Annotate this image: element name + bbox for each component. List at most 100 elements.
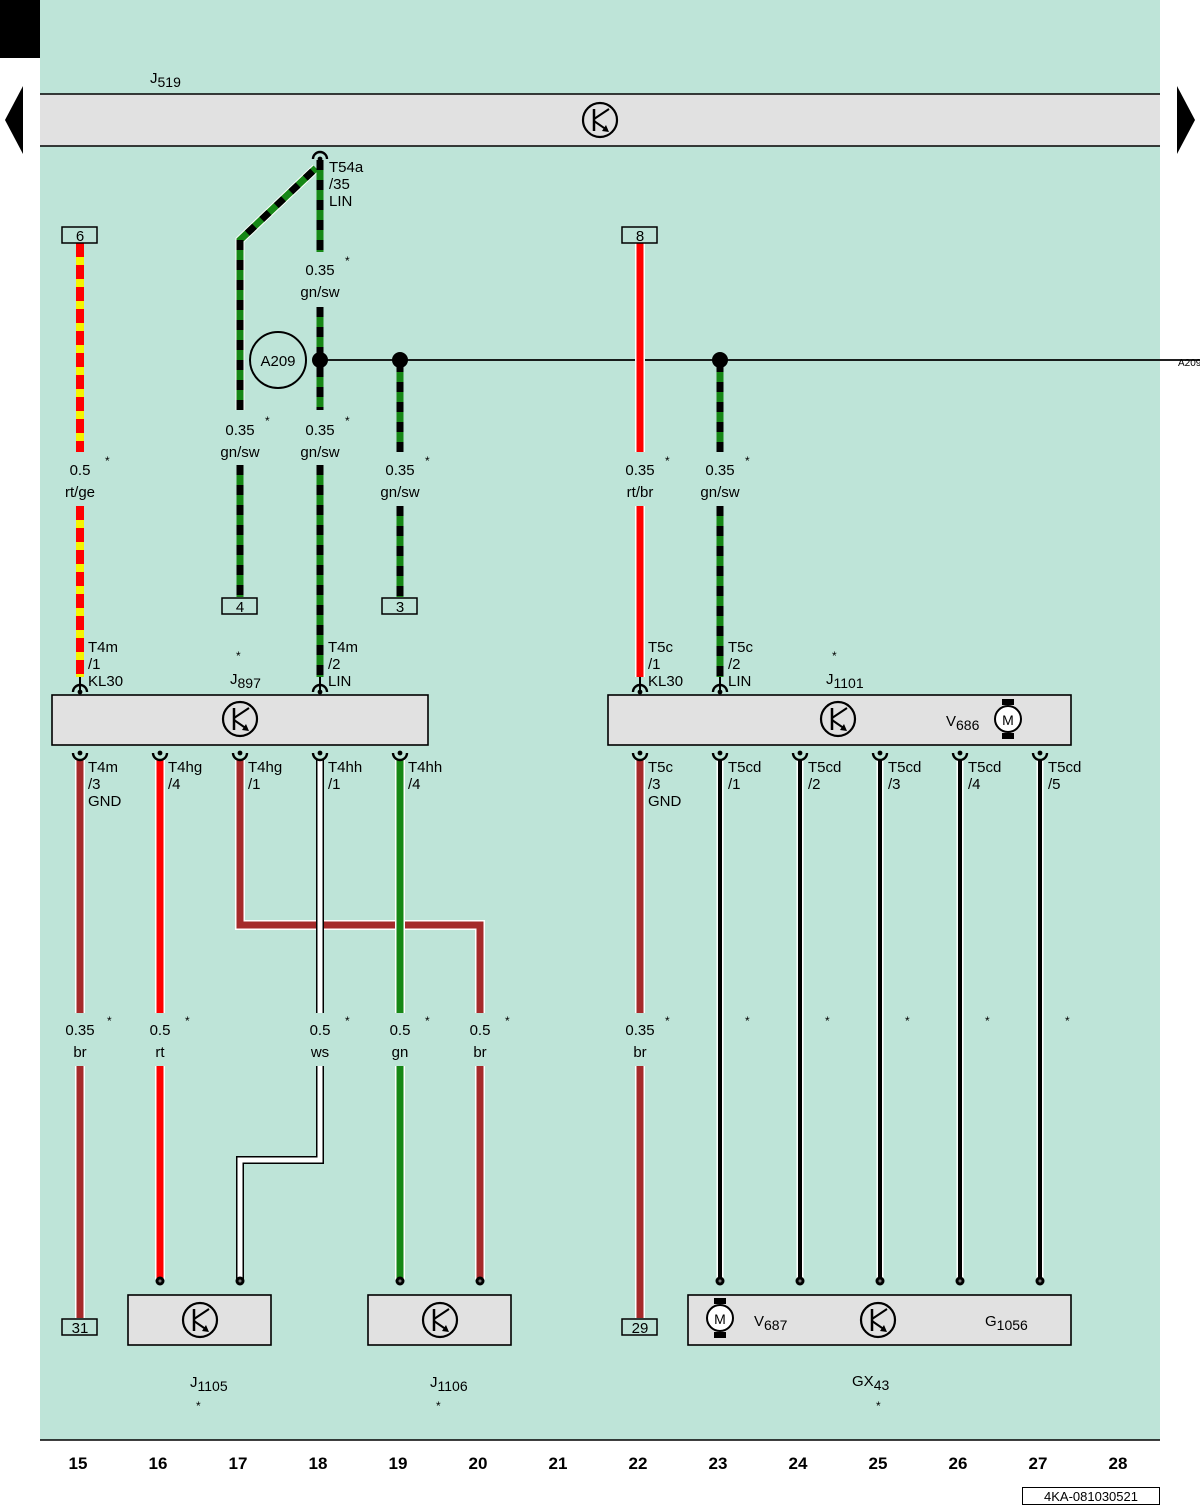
- connector-symbol: [311, 677, 329, 695]
- svg-text:*: *: [236, 649, 241, 663]
- svg-text:/3: /3: [88, 776, 101, 793]
- connector-symbol: [311, 150, 329, 162]
- svg-text:gn/sw: gn/sw: [300, 284, 339, 301]
- j1101-component: V686 M J1101 *: [607, 649, 1072, 746]
- svg-text:T5c: T5c: [648, 639, 674, 656]
- svg-text:/2: /2: [328, 656, 341, 673]
- pin-label: T5cd /2: [808, 759, 841, 793]
- svg-text:*: *: [345, 254, 350, 268]
- svg-text:*: *: [436, 1399, 441, 1413]
- next-page-arrow-icon[interactable]: [1177, 86, 1195, 154]
- pin-label: T5cd /5: [1048, 759, 1081, 793]
- svg-text:17: 17: [229, 1454, 248, 1473]
- svg-text:0.35: 0.35: [705, 462, 734, 479]
- svg-text:*: *: [425, 1014, 430, 1028]
- svg-text:0.35: 0.35: [305, 262, 334, 279]
- j1106-label: J1106: [430, 1374, 468, 1394]
- wire-label: 0.5 rt/ge *: [65, 454, 110, 501]
- svg-text:18: 18: [309, 1454, 328, 1473]
- svg-text:0.35: 0.35: [625, 462, 654, 479]
- svg-text:31: 31: [72, 1320, 89, 1337]
- a209-offpage-ref: A209: [1178, 358, 1200, 369]
- svg-text:*: *: [107, 1014, 112, 1028]
- wire-label: 0.35 gn/sw *: [220, 414, 270, 461]
- wire-lower-17-20: [235, 760, 485, 1280]
- svg-text:25: 25: [869, 1454, 888, 1473]
- terminal-box: 31: [61, 1318, 98, 1337]
- svg-text:/35: /35: [329, 176, 350, 193]
- motor-icon: M: [706, 1297, 734, 1339]
- svg-text:0.35: 0.35: [625, 1022, 654, 1039]
- splice-dot: [712, 352, 728, 368]
- column-numbers: 15 16 17 18 19 20 21 22 23 24 25 26 27 2…: [69, 1454, 1128, 1473]
- j519-label: J519: [150, 70, 181, 90]
- svg-text:T4hh: T4hh: [328, 759, 362, 776]
- terminal-box: 3: [381, 597, 418, 616]
- svg-text:*: *: [985, 1014, 990, 1028]
- v686-label: V686: [946, 713, 980, 733]
- terminal-box: 29: [621, 1318, 658, 1337]
- svg-text:br: br: [73, 1044, 86, 1061]
- pin-label: T4m /2 LIN: [328, 639, 358, 690]
- svg-text:/4: /4: [168, 776, 181, 793]
- svg-text:*: *: [505, 1014, 510, 1028]
- connector-symbol: [631, 677, 649, 695]
- terminal-box: 6: [61, 226, 98, 245]
- splice-dot: [312, 352, 328, 368]
- top-connector-label: T54a /35 LIN: [329, 159, 364, 210]
- svg-text:0.35: 0.35: [65, 1022, 94, 1039]
- svg-text:rt: rt: [155, 1044, 165, 1061]
- wire-lower-18-17: [236, 760, 324, 1280]
- svg-text:/1: /1: [248, 776, 261, 793]
- svg-text:KL30: KL30: [648, 673, 683, 690]
- svg-text:T4m: T4m: [328, 639, 358, 656]
- svg-text:*: *: [665, 454, 670, 468]
- gx43-component: M V687 G1056 GX43 *: [687, 1294, 1072, 1413]
- svg-text:T5c: T5c: [648, 759, 674, 776]
- pin-label: T4hh /4: [408, 759, 442, 793]
- svg-text:rt/ge: rt/ge: [65, 484, 95, 501]
- svg-text:8: 8: [636, 228, 644, 245]
- wire-label: 0.35 gn/sw *: [300, 414, 350, 461]
- wire-label: 0.5 ws *: [310, 1014, 350, 1061]
- svg-text:gn: gn: [392, 1044, 409, 1061]
- svg-text:*: *: [185, 1014, 190, 1028]
- wire-label: 0.5 br *: [470, 1014, 510, 1061]
- svg-text:T5cd: T5cd: [888, 759, 921, 776]
- svg-text:LIN: LIN: [328, 673, 351, 690]
- pin-label: T5cd /4: [968, 759, 1001, 793]
- svg-text:/5: /5: [1048, 776, 1061, 793]
- j519-body: [40, 94, 1160, 146]
- svg-text:15: 15: [69, 1454, 88, 1473]
- svg-text:24: 24: [789, 1454, 808, 1473]
- svg-text:T4hg: T4hg: [248, 759, 282, 776]
- pin-label: T4hg /4: [168, 759, 202, 793]
- wire-label: 0.5 rt *: [150, 1014, 190, 1061]
- svg-text:0.5: 0.5: [470, 1022, 491, 1039]
- svg-text:KL30: KL30: [88, 673, 123, 690]
- pin-label: T5cd /1: [728, 759, 761, 793]
- svg-text:27: 27: [1029, 1454, 1048, 1473]
- svg-text:rt/br: rt/br: [627, 484, 654, 501]
- svg-text:T54a: T54a: [329, 159, 364, 176]
- pin-label: T5c /1 KL30: [648, 639, 683, 690]
- wire-lower-black: [716, 760, 1044, 1280]
- pin-label: T4m /3 GND: [88, 759, 122, 810]
- pin-label: T4m /1 KL30: [88, 639, 123, 690]
- svg-text:*: *: [745, 454, 750, 468]
- svg-text:0.5: 0.5: [390, 1022, 411, 1039]
- svg-text:LIN: LIN: [329, 193, 352, 210]
- wire-note-marks: * * * * *: [745, 1014, 1070, 1028]
- svg-text:6: 6: [76, 228, 84, 245]
- svg-text:/1: /1: [328, 776, 341, 793]
- svg-text:*: *: [905, 1014, 910, 1028]
- svg-text:*: *: [665, 1014, 670, 1028]
- connector-symbol: [711, 677, 729, 695]
- svg-text:T5cd: T5cd: [968, 759, 1001, 776]
- svg-text:/2: /2: [728, 656, 741, 673]
- previous-page-arrow-icon[interactable]: [5, 86, 23, 154]
- svg-text:T5cd: T5cd: [728, 759, 761, 776]
- wire-label: 0.35 br *: [625, 1014, 670, 1061]
- svg-text:T4hg: T4hg: [168, 759, 202, 776]
